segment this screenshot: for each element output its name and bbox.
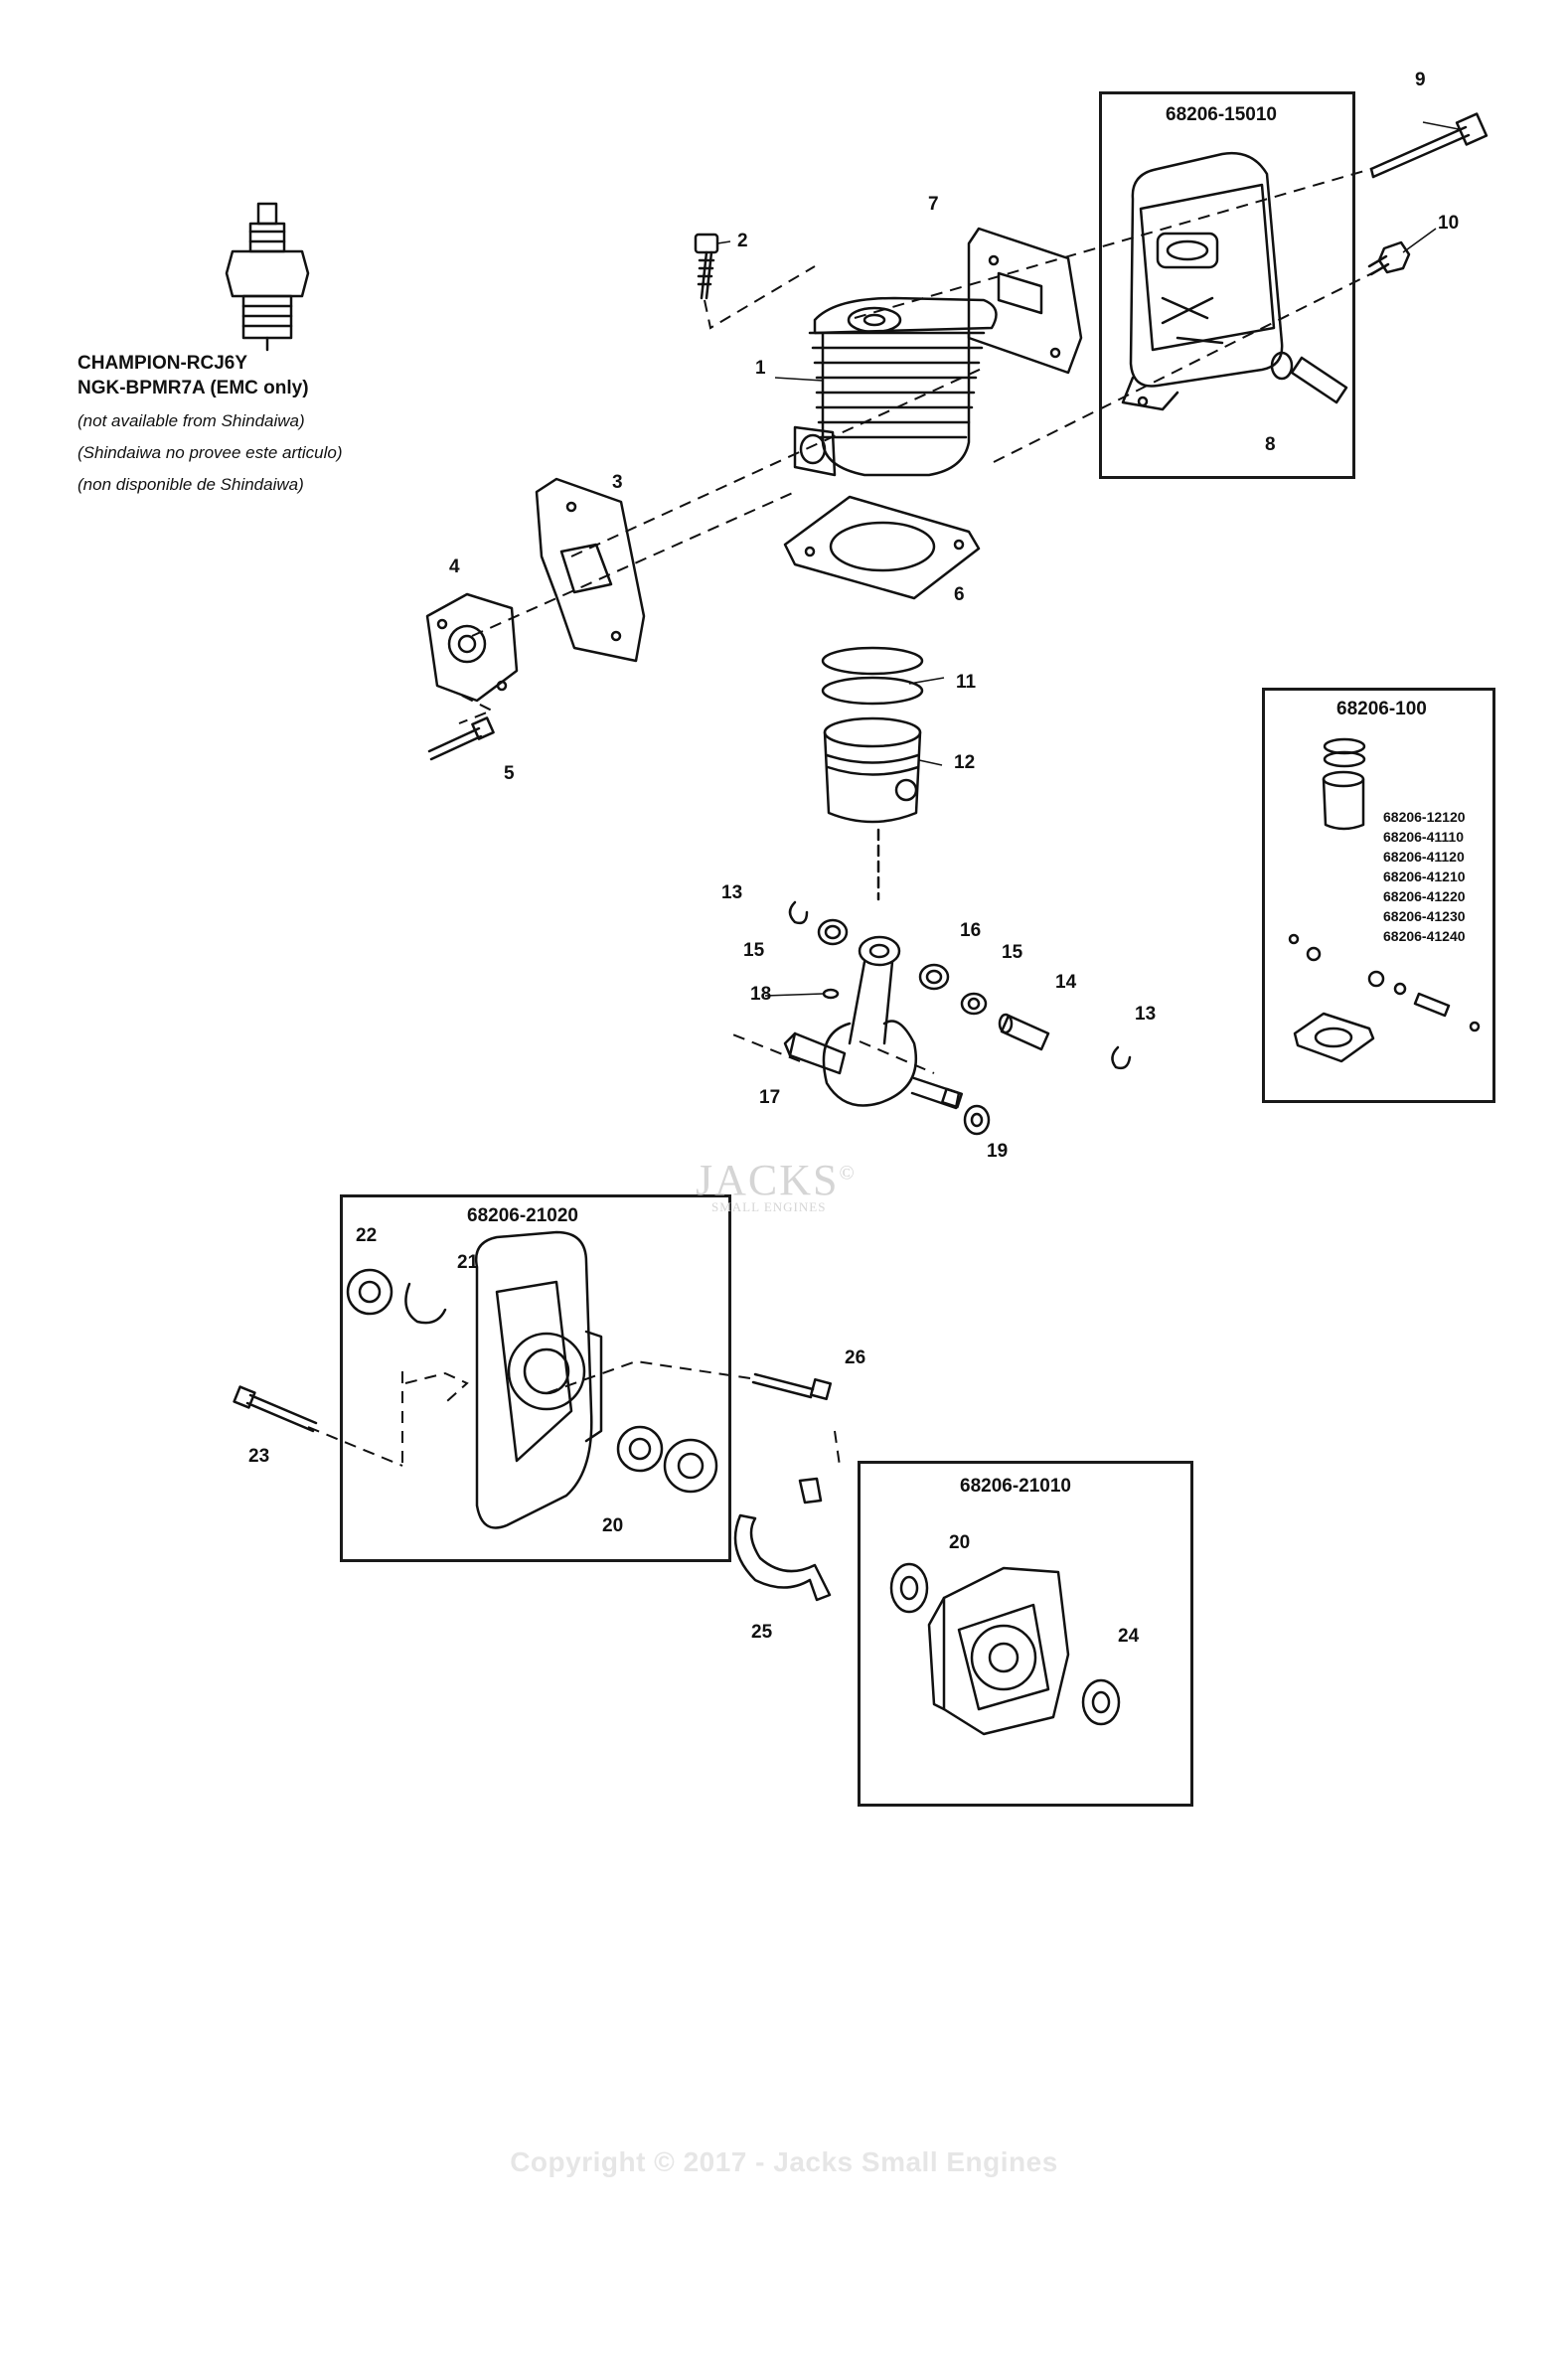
callout-7: 7 — [928, 194, 939, 215]
callout-13: 13 — [1135, 1004, 1157, 1025]
callout-9: 9 — [1415, 70, 1426, 90]
piston-kit-box: 68206-100 — [1262, 688, 1495, 1103]
bearing-icon — [346, 1268, 718, 1494]
spark-plug-note-fr: (non disponible de Shindaiwa) — [78, 475, 304, 494]
callout-6: 6 — [954, 584, 965, 605]
crankcase-icon — [927, 1566, 1070, 1736]
callout-15: 15 — [1002, 942, 1023, 963]
spark-plug-icon — [225, 202, 310, 352]
snap-ring-icon — [404, 1282, 447, 1325]
copyright-notice: Copyright © 2017 - Jacks Small Engines — [510, 2146, 1058, 2177]
cylinder-icon — [793, 296, 998, 477]
piston-ring-icon — [821, 646, 924, 706]
spark-plug-champion: CHAMPION-RCJ6Y — [78, 353, 248, 374]
callout-16: 16 — [960, 920, 982, 941]
nut-icon — [1367, 240, 1411, 276]
bolt-icon — [233, 1372, 833, 1433]
jacks-watermark: JACKS© SMALL ENGINES — [696, 1155, 857, 1215]
bearing-icon — [889, 1562, 1121, 1726]
watermark-tagline: SMALL ENGINES — [711, 1199, 827, 1214]
piston-kit-part: 68206-41230 — [1383, 908, 1466, 924]
gasket-icon — [967, 227, 1083, 375]
piston-kit-icon — [1288, 737, 1481, 1063]
piston-kit-part: 68206-41120 — [1383, 849, 1465, 865]
washer-icon — [822, 988, 991, 1136]
callout-8: 8 — [1265, 434, 1276, 455]
callout-15: 15 — [743, 940, 765, 961]
callout-19: 19 — [987, 1141, 1009, 1162]
screw-icon — [427, 716, 495, 761]
callout-3: 3 — [612, 472, 623, 493]
callout-20: 20 — [949, 1532, 971, 1553]
callout-18: 18 — [750, 984, 772, 1005]
screw-icon — [694, 233, 719, 300]
callout-5: 5 — [504, 763, 515, 784]
insulator-icon — [425, 592, 519, 703]
piston-kit-part: 68206-41210 — [1383, 869, 1466, 884]
watermark-brand: JACKS — [696, 1156, 840, 1204]
crankcase-b-number: 68206-21010 — [960, 1476, 1071, 1497]
crankcase-a-number: 68206-21020 — [467, 1205, 578, 1226]
callout-17: 17 — [759, 1087, 781, 1108]
callout-14: 14 — [1055, 972, 1077, 993]
callout-2: 2 — [737, 231, 748, 251]
piston-icon — [823, 716, 922, 824]
piston-kit-part-list: 68206-12120 68206-41110 68206-41120 6820… — [1383, 807, 1466, 946]
bracket-icon — [733, 1477, 832, 1602]
callout-26: 26 — [845, 1347, 866, 1368]
callout-12: 12 — [954, 752, 976, 773]
watermark-registered: © — [839, 1162, 857, 1185]
crankshaft-icon — [783, 935, 964, 1110]
crankcase-a-box: 68206-21020 — [340, 1194, 731, 1562]
bolt-icon — [1369, 112, 1489, 179]
spark-plug-note-es: (Shindaiwa no provee este articulo) — [78, 443, 343, 462]
callout-23: 23 — [248, 1446, 270, 1467]
gasket-icon — [535, 477, 646, 663]
callout-20: 20 — [602, 1515, 624, 1536]
callout-1: 1 — [755, 358, 766, 379]
piston-kit-number: 68206-100 — [1336, 699, 1427, 719]
gasket-icon — [783, 495, 981, 600]
callout-4: 4 — [449, 556, 460, 577]
clip-icon — [788, 900, 1132, 1070]
callout-24: 24 — [1118, 1626, 1140, 1647]
callout-25: 25 — [751, 1622, 773, 1643]
muffler-kit-box: 68206-15010 — [1099, 91, 1355, 479]
callout-21: 21 — [457, 1252, 479, 1273]
crankcase-b-box: 68206-21010 — [858, 1461, 1193, 1807]
spark-plug-note-en: (not available from Shindaiwa) — [78, 411, 305, 430]
needle-bearing-icon — [817, 918, 988, 1016]
muffler-icon — [1121, 151, 1348, 411]
piston-kit-part: 68206-41220 — [1383, 888, 1466, 904]
piston-kit-part: 68206-41240 — [1383, 928, 1466, 944]
callout-11: 11 — [956, 672, 977, 693]
piston-pin-icon — [998, 1013, 1050, 1051]
callout-22: 22 — [356, 1225, 378, 1246]
callout-10: 10 — [1438, 213, 1460, 234]
callout-13: 13 — [721, 882, 743, 903]
piston-kit-part: 68206-12120 — [1383, 809, 1466, 825]
piston-kit-part: 68206-41110 — [1383, 829, 1464, 845]
spark-plug-ngk: NGK-BPMR7A (EMC only) — [78, 378, 309, 398]
muffler-kit-number: 68206-15010 — [1166, 104, 1277, 125]
